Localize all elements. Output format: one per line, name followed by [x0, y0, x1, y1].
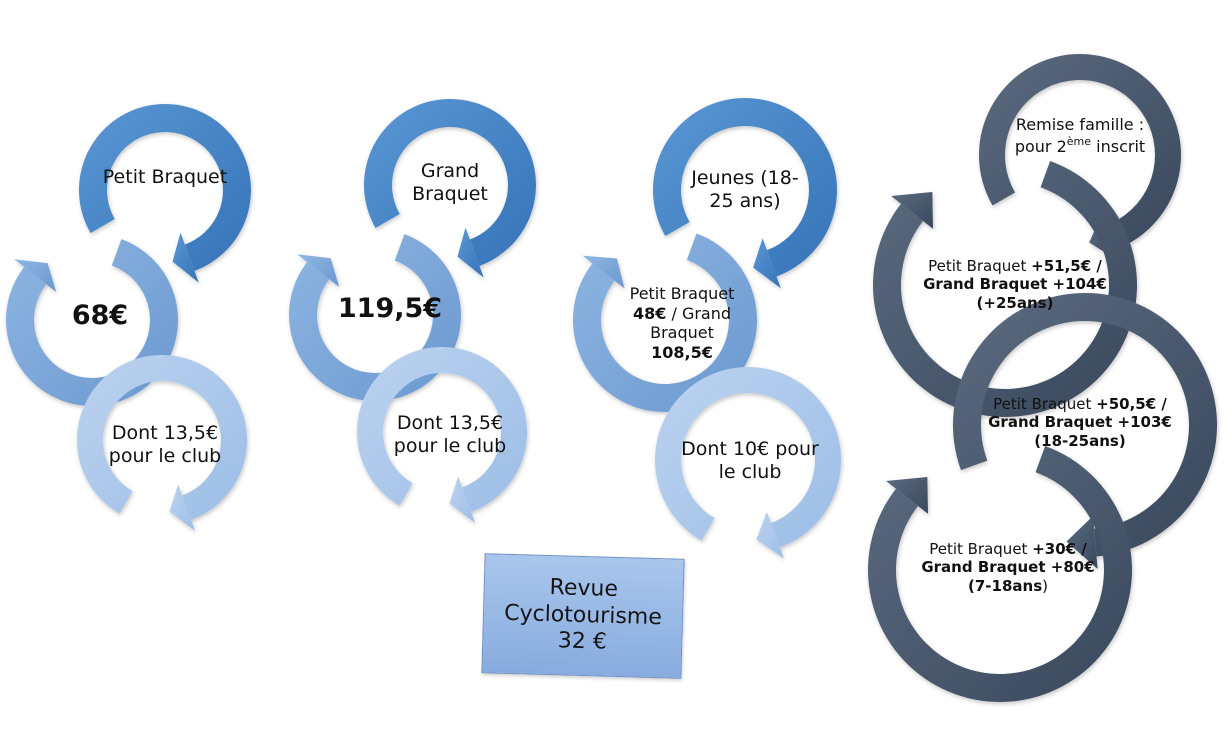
revue-box: Revue Cyclotourisme 32 €	[481, 553, 685, 679]
cycle3-petit-price: 48€	[632, 303, 667, 323]
family-row2: Petit Braquet +50,5€ / Grand Braquet +10…	[980, 395, 1180, 450]
family-row3: Petit Braquet +30€ / Grand Braquet +80€ …	[908, 540, 1108, 595]
c2-low-arrowhead	[449, 476, 476, 523]
family-title-post: inscrit	[1096, 136, 1146, 156]
c3-low-arrowhead	[756, 511, 784, 559]
c1-top-ring	[78, 104, 251, 271]
cycle3-grand-price: 108,5€	[651, 342, 713, 362]
revue-line3: 32 €	[557, 628, 608, 655]
cycle3-top-label: Jeunes (18-25 ans)	[691, 167, 799, 213]
c2-low-ring	[357, 347, 527, 512]
cycle2-price: 119,5€	[337, 293, 443, 324]
f-row1-arrowhead	[891, 192, 933, 229]
c3-mid-arrowhead	[582, 255, 625, 289]
revue-line1: Revue	[549, 575, 619, 603]
family-row2-values: +50,5€ / Grand Braquet +103€ (18-25ans)	[988, 395, 1172, 450]
cycle3-petit-label: Petit Braquet	[629, 284, 735, 303]
family-title: Remise famille : pour 2ème inscrit	[1005, 115, 1155, 156]
c3-top-arrowhead	[753, 238, 781, 289]
c1-top-arrowhead	[172, 232, 199, 283]
c3-top-ring	[653, 98, 837, 277]
cycle1-club-label: Dont 13,5€ pour le club	[108, 422, 222, 468]
family-row2-label: Petit Braquet	[993, 395, 1097, 413]
family-row3-values: +30€ / Grand Braquet +80€ (7-18ans	[921, 540, 1095, 595]
family-title-text: Remise famille : pour 2	[1014, 115, 1145, 156]
c2-top-ring	[363, 98, 536, 266]
c2-mid-arrowhead	[297, 254, 340, 288]
family-row3-tail: )	[1042, 576, 1048, 595]
f-row3-arrowhead	[886, 477, 928, 514]
cycle1-price: 68€	[71, 300, 129, 331]
family-row1-label: Petit Braquet	[928, 257, 1032, 275]
family-row1: Petit Braquet +51,5€ / Grand Braquet +10…	[915, 257, 1115, 312]
cycle1-top-label: Petit Braquet	[102, 166, 228, 188]
family-title-sup: ème	[1066, 134, 1092, 148]
cycle3-club-label: Dont 10€ pour le club	[681, 438, 819, 484]
cycle3-grand-label: / Grand Braquet	[650, 303, 732, 343]
cycle2-top-label: Grand Braquet	[412, 160, 488, 206]
family-row1-values: +51,5€ / Grand Braquet +104€ (+25ans)	[923, 257, 1107, 312]
c1-mid-arrowhead	[14, 259, 57, 293]
family-row3-label: Petit Braquet	[929, 540, 1033, 558]
cycle2-club-label: Dont 13,5€ pour le club	[393, 412, 507, 458]
revue-line2: Cyclotourisme	[503, 600, 663, 630]
c3-mid-ring	[572, 233, 757, 412]
c1-low-arrowhead	[169, 484, 196, 531]
c1-low-ring	[77, 355, 248, 520]
cycle3-price-box: Petit Braquet 48€ / Grand Braquet 108,5€	[617, 284, 747, 362]
f-row2-arrowhead	[1066, 516, 1098, 570]
c2-top-arrowhead	[457, 227, 484, 278]
